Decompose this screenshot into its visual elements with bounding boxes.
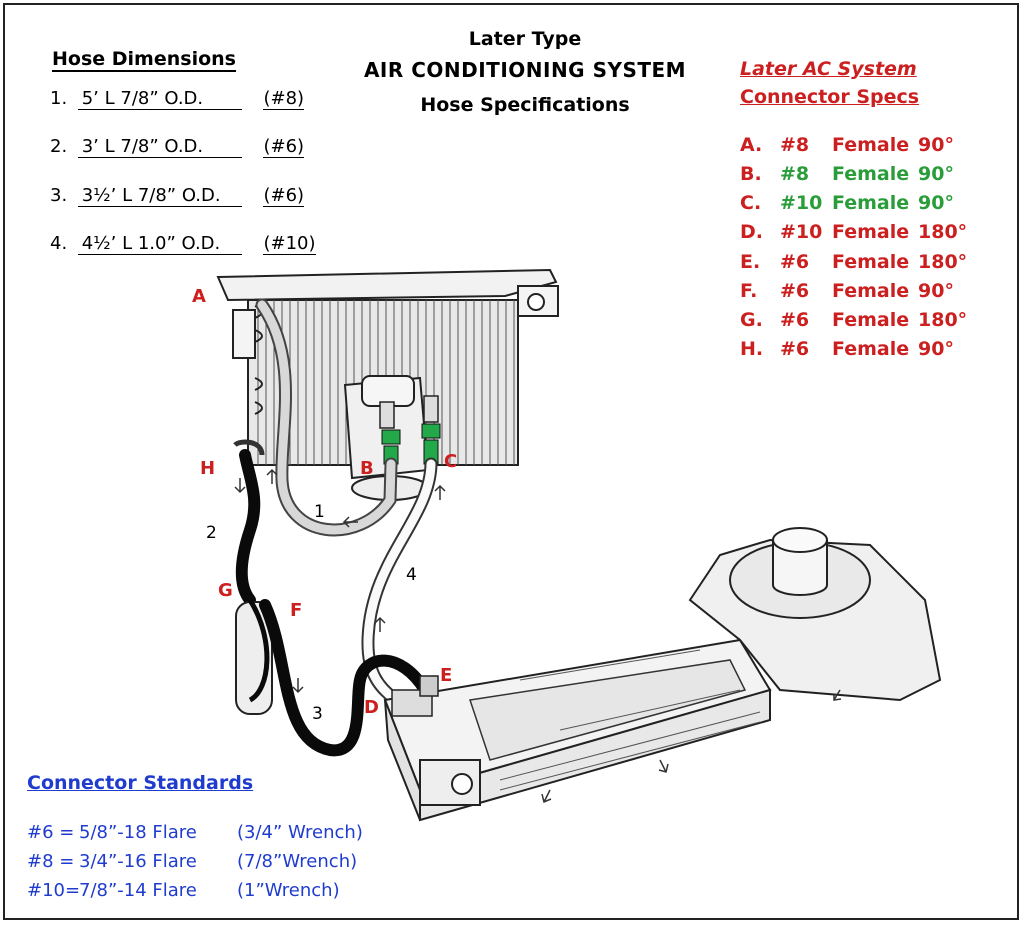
connector-type: Female: [832, 163, 910, 185]
hose-spec: 5’ L 7/8” O.D.: [77, 89, 242, 110]
standard-flare: 5/8”-18 Flare: [79, 822, 197, 843]
label-e: E: [440, 665, 453, 686]
connector-type: Female: [832, 338, 910, 360]
title-line-1: Later Type: [468, 28, 582, 50]
hose-code: (#10): [263, 233, 316, 255]
standard-code: #10=: [27, 880, 81, 901]
label-f: F: [290, 600, 303, 621]
connector-angle: 90°: [918, 280, 954, 302]
connector-standards-title: Connector Standards: [27, 772, 254, 794]
connector-size: #8: [780, 134, 810, 156]
evaporator-assembly: [383, 527, 942, 822]
label-hose-4: 4: [406, 565, 417, 585]
connector-letter: H.: [740, 338, 764, 360]
connector-size: #8: [780, 163, 810, 185]
connector-standard-row: #6 =5/8”-18 Flare (3/4” Wrench): [27, 822, 363, 843]
connector-specs-title-2: Connector Specs: [740, 86, 920, 108]
connector-letter: B.: [740, 163, 762, 185]
title-line-2: AIR CONDITIONING SYSTEM: [363, 58, 687, 82]
connector-type: Female: [832, 134, 910, 156]
connector-letter: E.: [740, 251, 761, 273]
connector-angle: 90°: [918, 134, 954, 156]
hose-spec: 3½’ L 7/8” O.D.: [77, 186, 242, 207]
connector-angle: 180°: [918, 251, 968, 273]
hose-number: 3.: [50, 185, 68, 206]
connector-type: Female: [832, 192, 910, 214]
hose-spec: 3’ L 7/8” O.D.: [77, 137, 242, 158]
label-b: B: [360, 458, 374, 479]
label-d: D: [364, 697, 379, 718]
standard-wrench: (7/8”Wrench): [237, 851, 358, 872]
connector-size: #6: [780, 251, 810, 273]
flow-arrows: [234, 468, 842, 804]
hose-dimensions-title: Hose Dimensions: [52, 48, 236, 72]
standard-code: #6 =: [27, 822, 75, 843]
standard-flare: 3/4”-16 Flare: [79, 851, 197, 872]
connector-spec-row: E. #6 Female 180°: [740, 251, 967, 273]
label-c: C: [444, 451, 458, 472]
connector-angle: 90°: [918, 338, 954, 360]
receiver-drier: [235, 598, 273, 715]
connector-angle: 90°: [918, 163, 954, 185]
connector-spec-row: B. #8 Female 90°: [740, 163, 954, 185]
connector-spec-row: D. #10 Female 180°: [740, 221, 967, 243]
connector-spec-row: A. #8 Female 90°: [740, 134, 954, 156]
hose-dimension-row: 4. 4½’ L 1.0” O.D. (#10): [50, 233, 316, 255]
connector-letter: G.: [740, 309, 763, 331]
connector-size: #10: [780, 192, 823, 214]
fitting-c: [421, 423, 441, 465]
title-line-3: Hose Specifications: [420, 94, 630, 116]
connector-letter: A.: [740, 134, 763, 156]
connector-spec-row: C. #10 Female 90°: [740, 192, 954, 214]
connector-size: #10: [780, 221, 823, 243]
label-hose-2: 2: [206, 523, 217, 543]
standard-code: #8 =: [27, 851, 75, 872]
hose-2: [235, 449, 261, 606]
connector-spec-row: H. #6 Female 90°: [740, 338, 954, 360]
connector-angle: 180°: [918, 221, 968, 243]
hose-3: [259, 599, 431, 757]
connector-size: #6: [780, 280, 810, 302]
connector-type: Female: [832, 280, 910, 302]
connector-type: Female: [832, 309, 910, 331]
hose-number: 2.: [50, 136, 68, 157]
connector-letter: F.: [740, 280, 758, 302]
connector-size: #6: [780, 309, 810, 331]
connector-type: Female: [832, 221, 910, 243]
hose-number: 4.: [50, 233, 68, 254]
connector-standard-row: #10=7/8”-14 Flare (1”Wrench): [27, 880, 340, 901]
label-g: G: [218, 580, 233, 601]
hose-dimension-row: 2. 3’ L 7/8” O.D. (#6): [50, 136, 305, 158]
label-h: H: [200, 458, 216, 479]
hose-spec: 4½’ L 1.0” O.D.: [77, 234, 242, 255]
hose-dimension-row: 3. 3½’ L 7/8” O.D. (#6): [50, 185, 305, 207]
hose-code: (#6): [263, 185, 305, 207]
hose-code: (#8): [263, 88, 305, 110]
connector-letter: D.: [740, 221, 763, 243]
hose-code: (#6): [263, 136, 305, 158]
connector-angle: 90°: [918, 192, 954, 214]
label-hose-1: 1: [314, 502, 325, 522]
connector-letter: C.: [740, 192, 762, 214]
connector-spec-row: G. #6 Female 180°: [740, 309, 967, 331]
hose-dimension-row: 1. 5’ L 7/8” O.D. (#8): [50, 88, 305, 110]
standard-wrench: (1”Wrench): [237, 880, 340, 901]
label-a: A: [192, 286, 206, 307]
page-frame: [3, 3, 1019, 920]
connector-spec-row: F. #6 Female 90°: [740, 280, 954, 302]
standard-wrench: (3/4” Wrench): [237, 822, 363, 843]
label-hose-3: 3: [312, 704, 323, 724]
hose-number: 1.: [50, 88, 68, 109]
connector-angle: 180°: [918, 309, 968, 331]
standard-flare: 7/8”-14 Flare: [79, 880, 197, 901]
connector-size: #6: [780, 338, 810, 360]
connector-standard-row: #8 =3/4”-16 Flare (7/8”Wrench): [27, 851, 357, 872]
connector-type: Female: [832, 251, 910, 273]
connector-specs-title-1: Later AC System: [740, 58, 917, 80]
